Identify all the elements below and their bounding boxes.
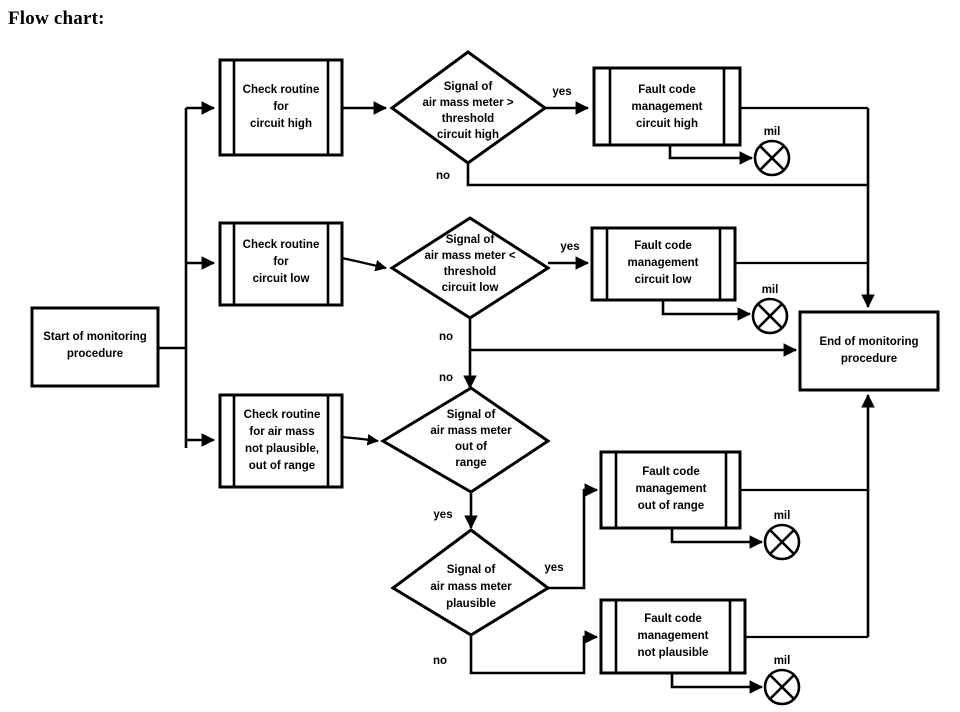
node-fault-plaus-line-1: Fault code xyxy=(644,613,702,625)
node-fault-low-line-3: circuit low xyxy=(635,274,692,286)
node-check-plaus-line-3: not plausible, xyxy=(245,443,319,455)
node-end-line-2: procedure xyxy=(841,353,897,365)
node-end[interactable]: End of monitoring procedure xyxy=(798,310,940,392)
node-decision-high-line-3: threshold xyxy=(442,113,494,125)
mil-lamp-out-of-range[interactable]: mil xyxy=(763,510,801,561)
connector-decision-plausible-no-to-fault-plausible xyxy=(469,630,599,675)
node-check-high-line-1: Check routine xyxy=(243,84,320,96)
node-fault-high-line-3: circuit high xyxy=(636,118,698,130)
node-fault-low-line-1: Fault code xyxy=(634,240,692,252)
node-fault-high-line-1: Fault code xyxy=(638,84,696,96)
mil-lamp-not-plausible[interactable]: mil xyxy=(763,655,801,706)
node-check-plaus-line-1: Check routine xyxy=(244,409,321,421)
node-fault-code-circuit-low[interactable]: Fault code management circuit low xyxy=(590,226,737,302)
node-check-plaus-line-2: for air mass xyxy=(249,426,314,438)
connector-start-to-trunk xyxy=(158,108,188,448)
edge-label-low-no-2: no xyxy=(439,372,453,384)
node-decision-circuit-high[interactable]: Signal of air mass meter > threshold cir… xyxy=(389,50,548,165)
node-check-routine-not-plausible[interactable]: Check routine for air mass not plausible… xyxy=(218,393,344,489)
node-fault-high-line-2: management xyxy=(632,101,703,113)
node-fault-plaus-line-2: management xyxy=(638,630,709,642)
mil-lamp-circuit-low[interactable]: mil xyxy=(751,284,789,335)
node-decision-low-line-3: threshold xyxy=(444,266,496,278)
connector-check-low-to-decision-low xyxy=(341,256,387,272)
connector-fault-plausible-to-mil xyxy=(670,673,764,694)
node-check-high-line-3: circuit high xyxy=(250,118,312,130)
node-decision-plausible[interactable]: Signal of air mass meter plausible xyxy=(390,528,551,637)
node-check-plaus-line-4: out of range xyxy=(249,460,315,472)
edge-label-low-no-1: no xyxy=(439,331,453,343)
node-decision-plaus-line-3: plausible xyxy=(446,598,496,610)
connector-decision-plausible-yes-to-fault-range xyxy=(548,483,599,590)
node-fault-plaus-line-3: not plausible xyxy=(638,647,709,659)
node-decision-range-line-2: air mass meter xyxy=(430,425,512,437)
node-fault-range-line-3: out of range xyxy=(638,500,704,512)
edge-label-high-no: no xyxy=(436,170,450,182)
node-decision-plaus-line-1: Signal of xyxy=(447,564,496,576)
node-check-low-line-2: for xyxy=(273,256,289,268)
mil-lamp-low-label: mil xyxy=(762,284,779,296)
node-decision-high-line-2: air mass meter > xyxy=(422,97,513,109)
node-decision-out-of-range[interactable]: Signal of air mass meter out of range xyxy=(380,386,551,494)
node-fault-range-line-1: Fault code xyxy=(642,466,700,478)
node-check-low-line-3: circuit low xyxy=(253,273,310,285)
node-fault-code-circuit-high[interactable]: Fault code management circuit high xyxy=(592,66,742,147)
mil-lamp-high-label: mil xyxy=(764,126,781,138)
edge-label-plaus-no: no xyxy=(433,655,447,667)
edge-label-range-yes: yes xyxy=(433,509,452,521)
node-decision-low-line-1: Signal of xyxy=(446,234,495,246)
node-fault-code-not-plausible[interactable]: Fault code management not plausible xyxy=(599,598,747,675)
node-decision-circuit-low[interactable]: Signal of air mass meter < threshold cir… xyxy=(389,216,551,320)
node-start-line-1: Start of monitoring xyxy=(43,331,147,343)
page-title: Flow chart: xyxy=(8,8,105,29)
mil-lamp-range-label: mil xyxy=(774,510,791,522)
node-check-high-line-2: for xyxy=(273,101,289,113)
node-end-line-1: End of monitoring xyxy=(819,336,918,348)
node-fault-range-line-2: management xyxy=(636,483,707,495)
mil-lamp-circuit-high[interactable]: mil xyxy=(753,126,791,177)
node-start-line-2: procedure xyxy=(67,348,123,360)
node-decision-low-line-4: circuit low xyxy=(442,282,499,294)
connector-fault-range-to-mil xyxy=(670,528,764,549)
node-check-routine-circuit-low[interactable]: Check routine for circuit low xyxy=(218,221,344,307)
connector-check-plausible-to-decision-range xyxy=(341,434,379,446)
node-decision-range-line-4: range xyxy=(455,457,486,469)
node-fault-code-out-of-range[interactable]: Fault code management out of range xyxy=(599,450,742,530)
node-decision-high-line-4: circuit high xyxy=(437,129,499,141)
edge-label-plaus-yes: yes xyxy=(544,562,563,574)
connector-fault-low-to-mil xyxy=(661,300,752,321)
edge-label-low-yes: yes xyxy=(560,241,579,253)
edge-label-high-yes: yes xyxy=(552,86,571,98)
node-start[interactable]: Start of monitoring procedure xyxy=(30,306,160,388)
connector-fault-high-to-mil xyxy=(668,145,754,165)
node-check-low-line-1: Check routine xyxy=(243,239,320,251)
node-check-routine-circuit-high[interactable]: Check routine for circuit high xyxy=(218,58,344,157)
connector-decision-high-no xyxy=(466,163,868,187)
node-fault-low-line-2: management xyxy=(628,257,699,269)
node-decision-high-line-1: Signal of xyxy=(444,81,493,93)
node-decision-range-line-1: Signal of xyxy=(447,409,496,421)
node-decision-plaus-line-2: air mass meter xyxy=(430,581,512,593)
node-decision-low-line-2: air mass meter < xyxy=(424,250,515,262)
node-decision-range-line-3: out of xyxy=(455,441,487,453)
mil-lamp-plaus-label: mil xyxy=(774,655,791,667)
